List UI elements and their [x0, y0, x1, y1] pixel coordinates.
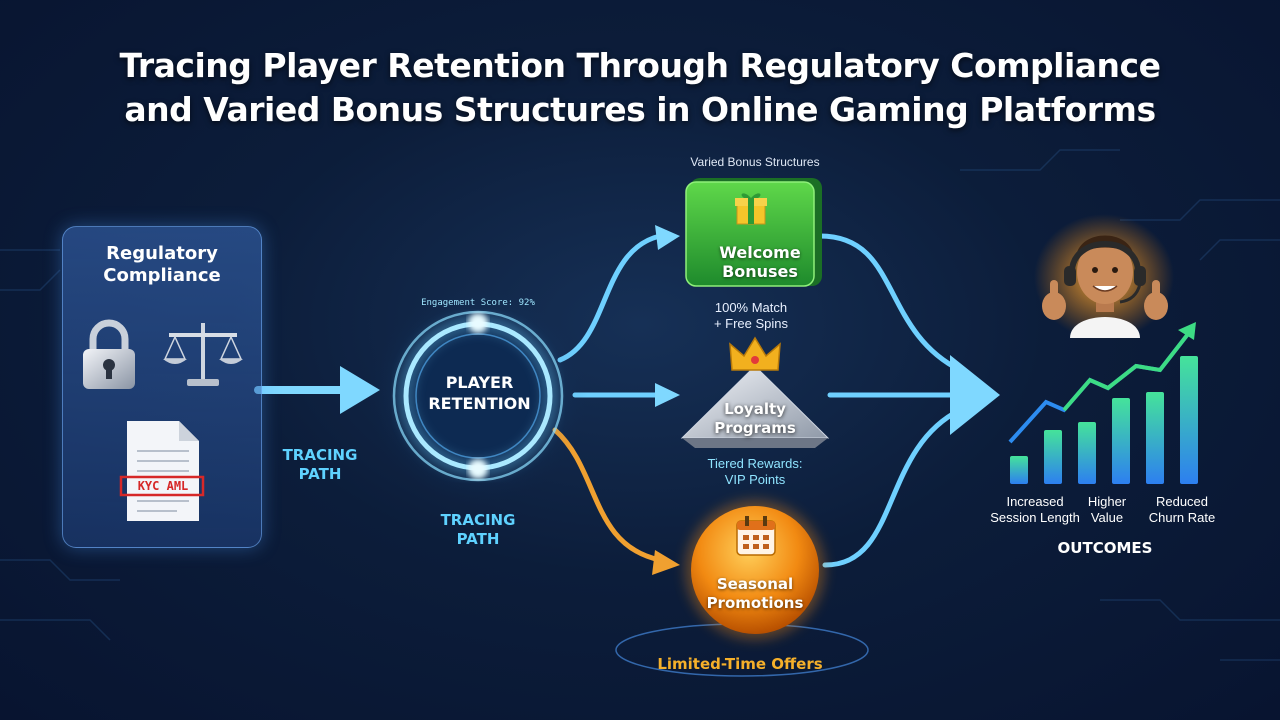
outcome-label-churn: Reduced Churn Rate	[1138, 494, 1226, 526]
outcome-label-session: Increased Session Length	[985, 494, 1085, 526]
player-retention-node: PLAYER RETENTION	[412, 372, 547, 414]
tracing-center-line-1: TRACING	[440, 511, 516, 529]
outcome-value-line-1: Higher	[1087, 494, 1127, 509]
seasonal-caption: Limited-Time Offers	[657, 655, 823, 673]
loyalty-programs-label: Loyalty Programs	[690, 400, 820, 438]
welcome-line-2: Bonuses	[722, 262, 798, 281]
loyalty-line-2: Programs	[714, 419, 796, 437]
welcome-caption-2: + Free Spins	[713, 316, 789, 331]
regulatory-compliance-panel: Regulatory Compliance KYC AML	[62, 226, 262, 548]
document-icon	[119, 421, 205, 521]
compliance-title-line-1: Regulatory	[106, 243, 218, 264]
welcome-caption-1: 100% Match	[714, 300, 788, 315]
welcome-line-1: Welcome	[719, 243, 801, 262]
title-line-1: Tracing Player Retention Through Regulat…	[119, 46, 1161, 85]
outcome-session-line-1: Increased	[1006, 494, 1064, 509]
outcome-churn-line-1: Reduced	[1155, 494, 1209, 509]
compliance-title-line-2: Compliance	[103, 265, 221, 286]
loyalty-line-1: Loyalty	[724, 400, 786, 418]
crown-icon	[729, 336, 781, 371]
welcome-caption: 100% Match + Free Spins	[676, 300, 826, 332]
outcome-churn-line-2: Churn Rate	[1148, 510, 1216, 525]
engagement-score-ring-text: Engagement Score: 92%	[421, 298, 535, 308]
tracing-path-center-label: TRACING PATH	[430, 511, 526, 549]
outcome-session-line-2: Session Length	[990, 510, 1080, 525]
seasonal-line-2: Promotions	[706, 594, 804, 612]
kyc-aml-stamp: KYC AML	[137, 479, 189, 493]
loyalty-caption-1: Tiered Rewards:	[707, 456, 803, 471]
gift-icon	[735, 193, 767, 225]
page-title: Tracing Player Retention Through Regulat…	[0, 44, 1280, 132]
headset-avatar-icon	[1042, 235, 1168, 338]
center-line-2: RETENTION	[428, 394, 531, 413]
loyalty-caption-2: VIP Points	[724, 472, 786, 487]
scales-icon	[163, 323, 243, 386]
outcome-value-line-2: Value	[1090, 510, 1124, 525]
loyalty-caption: Tiered Rewards: VIP Points	[680, 456, 830, 488]
seasonal-promotions-label: Seasonal Promotions	[690, 575, 820, 613]
tracing-path-left-label: TRACING PATH	[272, 446, 368, 484]
tracing-center-line-2: PATH	[456, 530, 500, 548]
title-line-2: and Varied Bonus Structures in Online Ga…	[124, 90, 1156, 129]
calendar-icon	[736, 516, 776, 556]
growth-chart-icon	[1008, 322, 1198, 484]
bonus-structures-header: Varied Bonus Structures	[690, 155, 820, 169]
seasonal-line-1: Seasonal	[716, 575, 794, 593]
center-line-1: PLAYER	[445, 373, 514, 392]
compliance-title: Regulatory Compliance	[63, 243, 261, 287]
tracing-left-line-1: TRACING	[282, 446, 358, 464]
welcome-bonuses-label: Welcome Bonuses	[686, 243, 834, 281]
padlock-icon	[83, 319, 135, 389]
tracing-left-line-2: PATH	[298, 465, 342, 483]
outcomes-title: OUTCOMES	[1057, 539, 1153, 557]
outcome-label-value: Higher Value	[1072, 494, 1142, 526]
